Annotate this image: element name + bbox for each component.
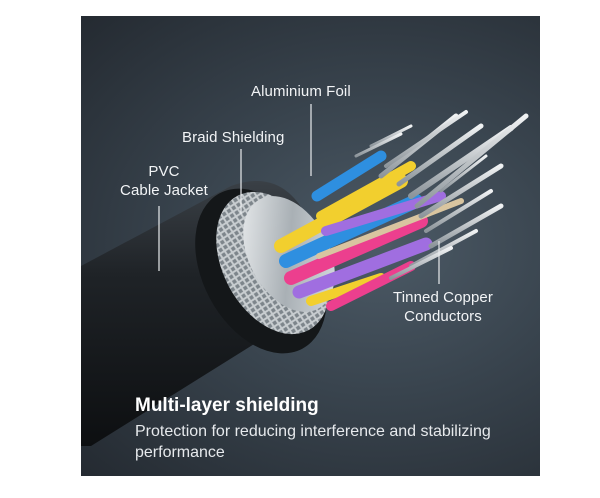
callout-lines [158,104,440,284]
label-braid-shielding: Braid Shielding [182,129,285,146]
label-copper-conductors: Tinned Copper Conductors [393,289,493,325]
label-aluminium-foil: Aluminium Foil [251,83,351,100]
copper-strands [354,110,529,280]
cable-illustration [81,104,529,446]
label-pvc-jacket: PVC Cable Jacket [120,163,208,199]
feature-heading: Multi-layer shielding [135,395,319,416]
feature-description: Protection for reducing interference and… [135,423,491,461]
product-infographic: Aluminium Foil Braid Shielding PVC Cable… [81,16,540,476]
